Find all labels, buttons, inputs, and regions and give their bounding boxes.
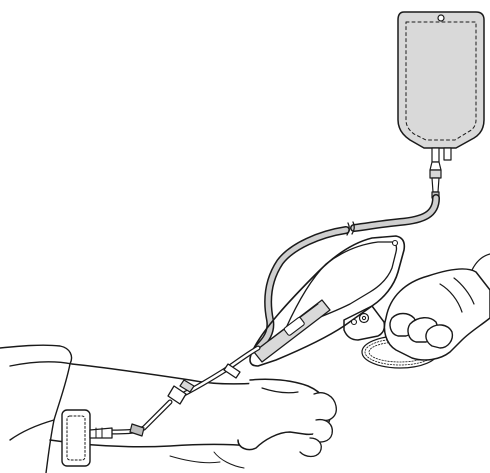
drip-chamber (430, 162, 441, 198)
catheter-connector (90, 348, 258, 438)
bag-port-left (432, 148, 439, 162)
iv-bag (398, 12, 484, 162)
arm-dressing (62, 410, 90, 466)
patient-arm (0, 345, 336, 473)
infusion-pump-handle (250, 236, 404, 366)
hanger-hole (438, 15, 444, 21)
gloved-hand (384, 254, 490, 360)
bag-port-right (444, 148, 451, 160)
